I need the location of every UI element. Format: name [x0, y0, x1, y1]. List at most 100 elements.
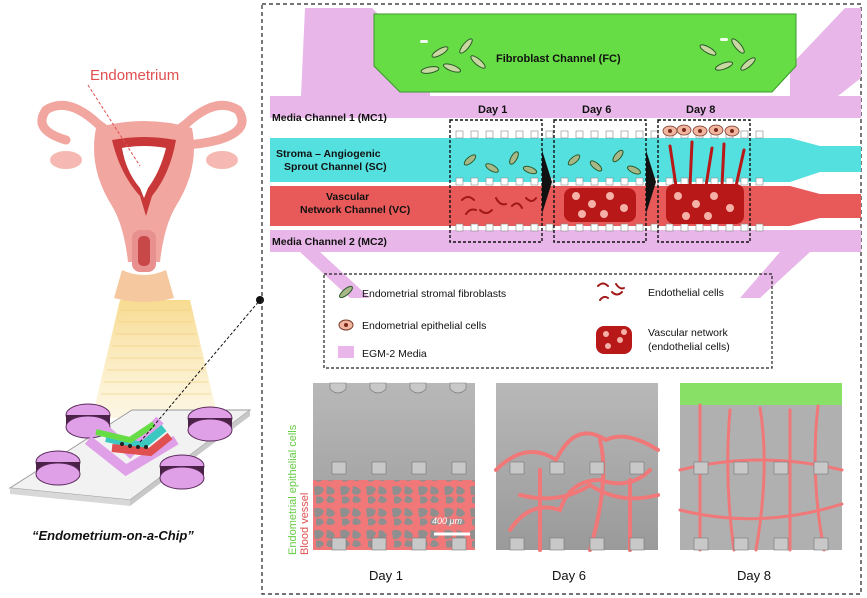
- channel-post: [485, 177, 494, 186]
- legend-epithelial-icon: [338, 319, 354, 331]
- channel-post: [605, 130, 614, 139]
- stroma-cells: [463, 149, 641, 175]
- caption-day1: Day 1: [369, 568, 403, 583]
- channel-post: [590, 223, 599, 232]
- label-media-channel-2: Media Channel 2 (MC2): [272, 236, 387, 248]
- channel-post: [740, 130, 749, 139]
- channel-post: [725, 177, 734, 186]
- stroma-channel: [270, 138, 861, 182]
- channel-post: [755, 223, 764, 232]
- magnification-beam: [92, 300, 218, 418]
- caption-day6: Day 6: [552, 568, 586, 583]
- channel-posts: [455, 130, 764, 232]
- side-label-blood-vessel: Blood vessel: [299, 493, 311, 555]
- legend-media-label: EGM-2 Media: [362, 348, 427, 360]
- channel-post: [605, 177, 614, 186]
- legend-endothelial-icon: [597, 282, 625, 301]
- label-media-channel-1: Media Channel 1 (MC1): [272, 112, 387, 124]
- channel-post: [470, 130, 479, 139]
- channel-post: [560, 130, 569, 139]
- legend-epithelial-label: Endometrial epithelial cells: [362, 320, 486, 332]
- day-label-1: Day 1: [478, 104, 507, 116]
- organ-pointer-line: [87, 84, 141, 167]
- channel-post: [680, 223, 689, 232]
- epithelial-cells-day8: [662, 124, 740, 137]
- detail-panel-frame: [261, 3, 862, 595]
- channel-post: [515, 223, 524, 232]
- chip-illustration: [8, 403, 252, 506]
- channel-post: [575, 130, 584, 139]
- channel-post: [485, 130, 494, 139]
- channel-post: [740, 177, 749, 186]
- label-stroma-line1: Stroma – Angiogenic: [276, 148, 381, 160]
- channel-post: [680, 177, 689, 186]
- label-vascular-line2: Network Channel (VC): [300, 204, 410, 216]
- label-vascular-line1: Vascular: [326, 191, 369, 203]
- legend-stromal-label: Endometrial stromal fibroblasts: [362, 288, 506, 300]
- channel-post: [695, 177, 704, 186]
- fibroblast-cells: [420, 38, 756, 74]
- channel-post: [755, 130, 764, 139]
- channel-post: [530, 130, 539, 139]
- channel-post: [515, 130, 524, 139]
- channel-post: [575, 223, 584, 232]
- channel-post: [455, 177, 464, 186]
- label-stroma-line2: Sprout Channel (SC): [284, 161, 387, 173]
- channel-post: [665, 223, 674, 232]
- channel-post: [695, 223, 704, 232]
- label-fibroblast-channel: Fibroblast Channel (FC): [496, 53, 621, 65]
- channel-post: [455, 223, 464, 232]
- vascular-network-day6: [564, 188, 636, 222]
- channel-post: [500, 223, 509, 232]
- endothelial-cells-day1: [461, 196, 537, 215]
- day-label-8: Day 8: [686, 104, 715, 116]
- channel-post: [710, 223, 719, 232]
- channel-post: [635, 130, 644, 139]
- micrograph-day8: [678, 383, 844, 552]
- channel-post: [740, 223, 749, 232]
- fibroblast-channel: [373, 13, 797, 93]
- channel-post: [590, 177, 599, 186]
- channel-post: [590, 130, 599, 139]
- channel-post: [545, 223, 554, 232]
- chip-caption: “Endometrium-on-a-Chip”: [32, 528, 194, 543]
- channel-post: [650, 223, 659, 232]
- channel-post: [605, 223, 614, 232]
- channel-post: [635, 177, 644, 186]
- channel-post: [755, 177, 764, 186]
- scale-bar-label: 400 μm: [432, 516, 462, 526]
- legend-stromal-icon: [339, 285, 353, 299]
- channel-post: [515, 177, 524, 186]
- channel-post: [650, 130, 659, 139]
- channel-post: [560, 177, 569, 186]
- zoom-connector-dot: [256, 296, 264, 304]
- channel-post: [455, 130, 464, 139]
- vascular-network-day8: [666, 140, 746, 224]
- channel-post: [665, 177, 674, 186]
- micrograph-day1: 400 μm: [313, 382, 475, 551]
- channel-post: [470, 223, 479, 232]
- channel-post: [530, 177, 539, 186]
- legend-vascular-icon: [596, 326, 632, 354]
- channel-post: [485, 223, 494, 232]
- channel-post: [470, 177, 479, 186]
- uterus-illustration: [37, 100, 247, 302]
- channel-post: [620, 177, 629, 186]
- channel-post: [530, 223, 539, 232]
- legend-vascular-label-1: Vascular network: [648, 327, 729, 339]
- channel-post: [545, 130, 554, 139]
- caption-day8: Day 8: [737, 568, 771, 583]
- side-label-epithelial: Endometrial epithelial cells: [287, 424, 299, 555]
- organ-label: Endometrium: [90, 67, 179, 84]
- channel-post: [620, 130, 629, 139]
- legend-vascular-label-2: (endothelial cells): [648, 341, 730, 353]
- channel-post: [575, 177, 584, 186]
- channel-post: [560, 223, 569, 232]
- channel-post: [635, 223, 644, 232]
- legend-endothelial-label: Endothelial cells: [648, 287, 724, 299]
- channel-post: [725, 223, 734, 232]
- channel-post: [620, 223, 629, 232]
- day-label-6: Day 6: [582, 104, 611, 116]
- channel-post: [710, 177, 719, 186]
